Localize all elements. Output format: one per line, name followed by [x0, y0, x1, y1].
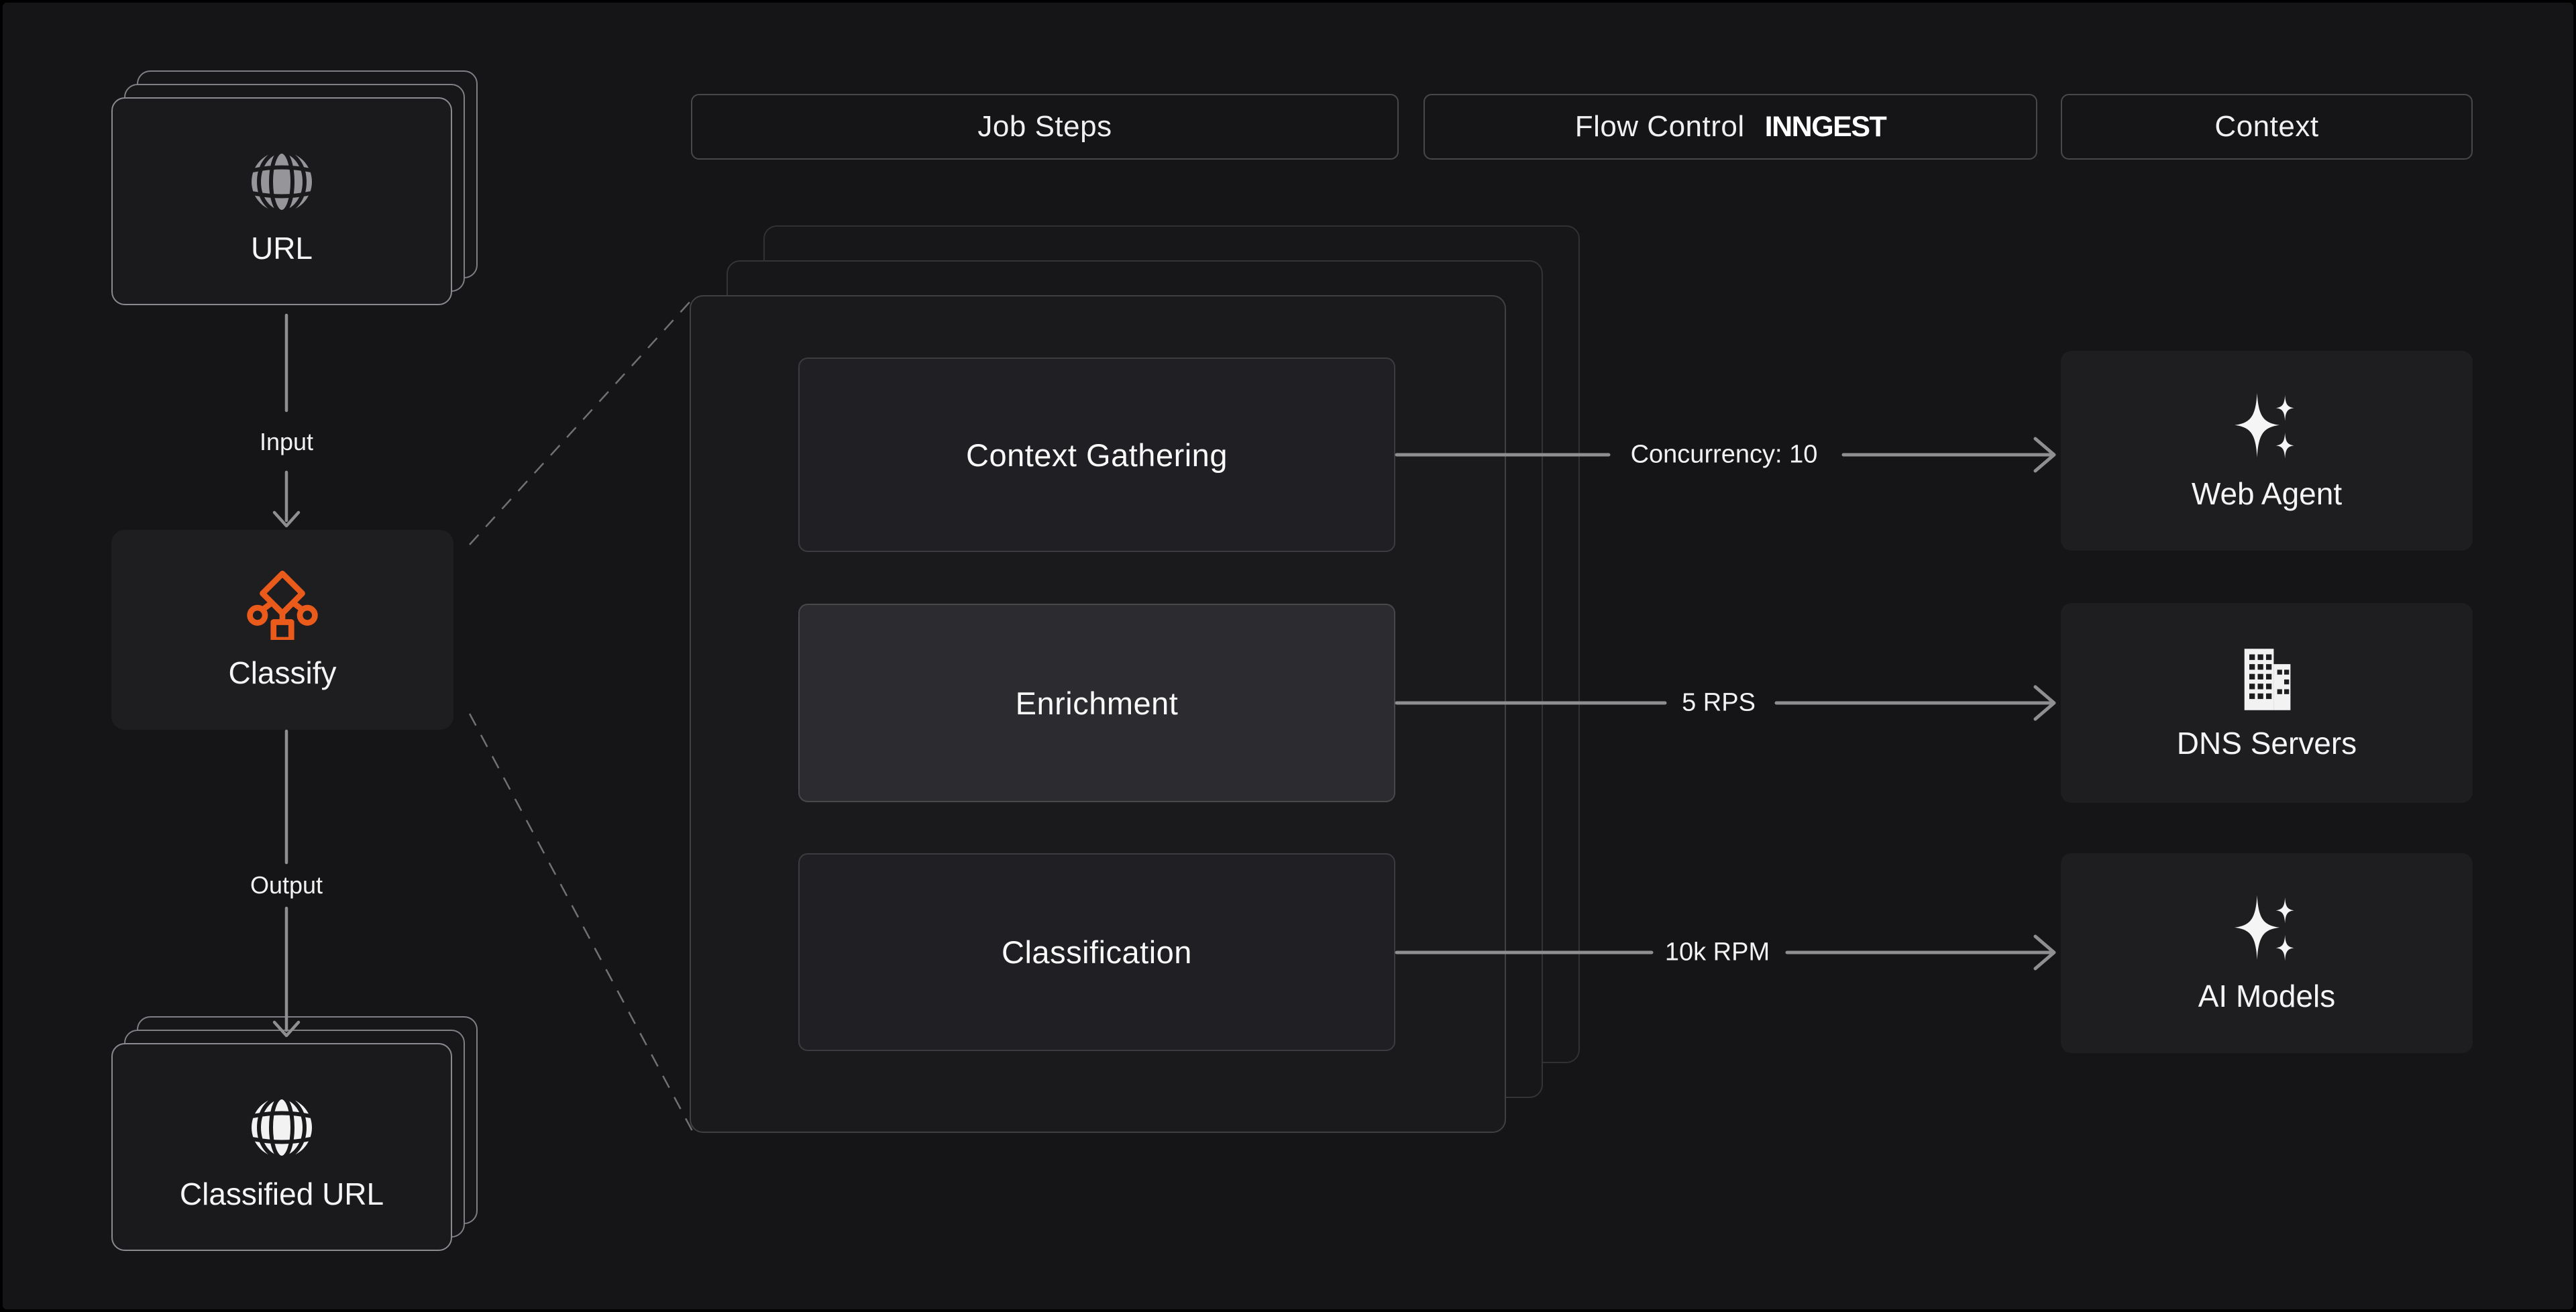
input-edge-label: Input [259, 428, 314, 455]
header-flow-control-label: Flow Control [1574, 110, 1745, 143]
step-enrichment: Enrichment [798, 604, 1395, 802]
context-node-web-agent: Web Agent [2061, 351, 2473, 551]
output-edge-label: Output [250, 871, 323, 899]
classify-node: Classify [111, 530, 453, 730]
header-job-steps: Job Steps [691, 94, 1399, 160]
branch-icon [247, 569, 318, 643]
header-context: Context [2061, 94, 2473, 160]
classify-node-label: Classify [228, 655, 337, 690]
step-label: Context Gathering [966, 437, 1228, 473]
flow-label-concurrency: Concurrency: 10 [1630, 440, 1818, 469]
header-flow-control: Flow Control INNGEST [1424, 94, 2037, 160]
step-classification: Classification [798, 853, 1395, 1051]
context-node-label: DNS Servers [2176, 726, 2357, 761]
classified-url-node-label: Classified URL [179, 1177, 384, 1211]
header-context-label: Context [2214, 110, 2319, 143]
header-job-steps-label: Job Steps [977, 110, 1112, 143]
classified-url-node: Classified URL [111, 1043, 452, 1251]
building-icon [2232, 645, 2302, 714]
context-node-label: Web Agent [2191, 476, 2343, 511]
step-label: Enrichment [1015, 685, 1179, 721]
globe-icon [248, 148, 315, 215]
url-node-label: URL [250, 231, 313, 266]
step-label: Classification [1002, 934, 1192, 970]
sparkles-icon [2229, 892, 2304, 967]
flow-label-rps: 5 RPS [1682, 688, 1756, 717]
context-node-ai-models: AI Models [2061, 853, 2473, 1053]
url-node: URL [111, 97, 452, 305]
inngest-logo: INNGEST [1764, 110, 1887, 143]
sparkles-icon [2229, 390, 2304, 465]
context-node-label: AI Models [2198, 979, 2336, 1014]
flow-label-rpm: 10k RPM [1664, 938, 1770, 967]
context-node-dns-servers: DNS Servers [2061, 603, 2473, 803]
globe-icon [248, 1094, 315, 1161]
step-context-gathering: Context Gathering [798, 358, 1395, 552]
